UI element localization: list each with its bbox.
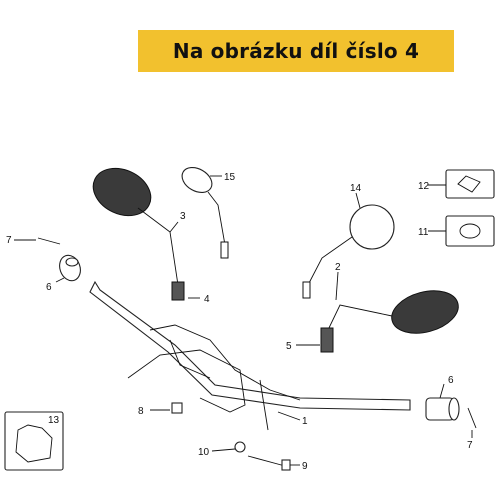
callout-8: 8 <box>138 406 144 417</box>
callout-3: 3 <box>180 211 186 222</box>
callout-labels: 3 15 4 7 6 2 5 14 12 11 6 7 8 10 9 1 13 <box>6 172 473 472</box>
grip-6-right <box>425 397 460 421</box>
callout-7-left: 7 <box>6 235 12 246</box>
callout-7-right: 7 <box>467 440 473 451</box>
callout-4: 4 <box>204 294 210 305</box>
callout-12: 12 <box>418 181 430 192</box>
grip-6-left <box>59 254 81 282</box>
callout-10: 10 <box>198 447 210 458</box>
callout-13: 13 <box>48 415 60 426</box>
mirror-14 <box>302 204 395 299</box>
part-11-box <box>445 215 495 247</box>
bolt-9 <box>247 455 291 471</box>
handlebar <box>89 280 411 431</box>
washer-10 <box>234 441 246 453</box>
callout-11: 11 <box>418 227 429 238</box>
callout-14: 14 <box>350 183 362 194</box>
callout-6-right: 6 <box>448 375 454 386</box>
callout-5: 5 <box>286 341 292 352</box>
callout-6-left: 6 <box>46 282 52 293</box>
part-number-banner: Na obrázku díl číslo 4 <box>138 30 454 72</box>
screw-7-left <box>37 237 61 245</box>
right-mirror <box>320 290 459 353</box>
part-13-box <box>4 411 64 471</box>
callout-1: 1 <box>302 416 308 427</box>
nut-8 <box>171 402 183 414</box>
part-12-box <box>445 169 495 199</box>
leader-lines <box>14 175 473 466</box>
screw-7-right <box>467 407 477 429</box>
mirror-15 <box>181 167 229 259</box>
left-mirror <box>92 167 185 301</box>
callout-15: 15 <box>224 172 236 183</box>
callout-9: 9 <box>302 461 308 472</box>
callout-2: 2 <box>335 262 341 273</box>
